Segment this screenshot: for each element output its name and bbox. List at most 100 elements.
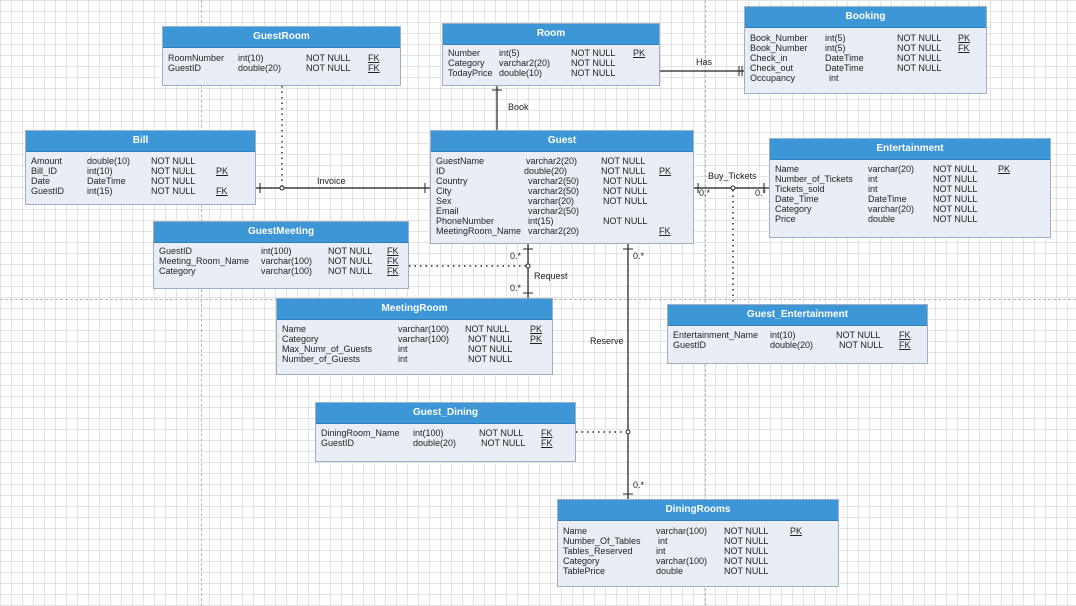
attr-type: int(100): [261, 246, 292, 256]
entity-guestmeeting[interactable]: GuestMeeting GuestID int(100) NOT NULL F…: [153, 221, 409, 289]
attr-name: Country: [436, 176, 468, 186]
attr-name: Category: [282, 334, 319, 344]
cardinality-buy-guest: 0.*: [699, 188, 711, 198]
attr-name: GuestID: [321, 438, 355, 448]
attr-null: NOT NULL: [897, 33, 942, 43]
entity-guest-dining[interactable]: Guest_Dining DiningRoom_Name int(100) NO…: [315, 402, 576, 462]
attr-null: NOT NULL: [724, 546, 769, 556]
attr-name: ID: [436, 166, 445, 176]
label-invoice: Invoice: [317, 176, 346, 186]
attr-type: int(10): [87, 166, 113, 176]
attr-null: NOT NULL: [933, 204, 978, 214]
page-guide-vertical-right: [705, 0, 706, 606]
entity-guestroom[interactable]: GuestRoom RoomNumber int(10) NOT NULL FK…: [162, 26, 401, 86]
attr-key: FK: [387, 266, 399, 276]
attr-name: Amount: [31, 156, 63, 166]
attr-name: DiningRoom_Name: [321, 428, 400, 438]
attr-name: GuestID: [673, 340, 707, 350]
entity-bill[interactable]: Bill Amount double(10) NOT NULL Bill_ID …: [25, 130, 256, 205]
attr-null: NOT NULL: [933, 214, 978, 224]
attr-type: varchar(100): [656, 526, 708, 536]
attr-null: NOT NULL: [601, 166, 646, 176]
attr-type: double(20): [238, 63, 282, 73]
attr-type: DateTime: [825, 53, 864, 63]
entity-booking[interactable]: Booking Book_Number int(5) NOT NULL PK B…: [744, 6, 987, 94]
entity-title: Guest_Dining: [316, 403, 575, 424]
attr-key: FK: [899, 340, 911, 350]
attr-type: varchar2(50): [528, 206, 580, 216]
attr-name: Number_Of_Tables: [563, 536, 641, 546]
attr-null: NOT NULL: [151, 176, 196, 186]
label-buy-tickets: Buy_Tickets: [708, 171, 757, 181]
attr-name: PhoneNumber: [436, 216, 495, 226]
attr-key: FK: [958, 43, 970, 53]
attr-null: NOT NULL: [468, 354, 513, 364]
attr-null: NOT NULL: [306, 53, 351, 63]
entity-guest[interactable]: Guest GuestName varchar2(20) NOT NULL ID…: [430, 130, 694, 244]
attr-name: Check_out: [750, 63, 794, 73]
label-reserve: Reserve: [590, 336, 624, 346]
attr-name: Entertainment_Name: [673, 330, 759, 340]
attr-type: varchar(100): [398, 334, 450, 344]
attr-name: Tables_Reserved: [563, 546, 633, 556]
attr-null: NOT NULL: [328, 246, 373, 256]
attr-name: Book_Number: [750, 33, 808, 43]
attr-name: Category: [159, 266, 196, 276]
attr-null: NOT NULL: [151, 186, 196, 196]
attr-null: NOT NULL: [724, 566, 769, 576]
attr-name: Max_Numr_of_Guests: [282, 344, 373, 354]
attr-name: GuestID: [168, 63, 202, 73]
attr-null: NOT NULL: [601, 156, 646, 166]
attr-name: Name: [563, 526, 588, 536]
attr-name: Date: [31, 176, 51, 186]
attr-null: NOT NULL: [571, 68, 616, 78]
buy-junction: [730, 185, 736, 191]
attr-name: Category: [448, 58, 485, 68]
entity-guest-entertainment[interactable]: Guest_Entertainment Entertainment_Name i…: [667, 304, 928, 364]
attr-key: FK: [387, 256, 399, 266]
attr-type: DateTime: [868, 194, 907, 204]
attr-key: FK: [541, 428, 553, 438]
attr-key: FK: [659, 226, 671, 236]
attr-null: NOT NULL: [897, 53, 942, 63]
label-book: Book: [508, 102, 529, 112]
entity-diningrooms[interactable]: DiningRooms Name varchar(100) NOT NULL P…: [557, 499, 839, 587]
attr-name: GuestName: [436, 156, 485, 166]
attr-type: double: [868, 214, 896, 224]
attr-type: double(10): [87, 156, 131, 166]
attr-type: int(5): [499, 48, 520, 58]
attr-name: RoomNumber: [168, 53, 225, 63]
attr-name: Number: [448, 48, 481, 58]
attr-null: NOT NULL: [481, 438, 526, 448]
attr-key: FK: [368, 63, 380, 73]
attr-null: NOT NULL: [571, 58, 616, 68]
attr-null: NOT NULL: [306, 63, 351, 73]
attr-type: int: [656, 546, 666, 556]
attr-type: DateTime: [825, 63, 864, 73]
attr-name: Tickets_sold: [775, 184, 825, 194]
entity-meetingroom[interactable]: MeetingRoom Name varchar(100) NOT NULL P…: [276, 298, 553, 375]
attr-key: FK: [899, 330, 911, 340]
entity-title: Guest: [431, 131, 693, 152]
entity-title: Entertainment: [770, 139, 1050, 160]
attr-null: NOT NULL: [897, 63, 942, 73]
attr-type: varchar(100): [261, 266, 313, 276]
attr-type: varchar(100): [261, 256, 313, 266]
page-guide-vertical-left: [201, 0, 202, 606]
attr-null: NOT NULL: [468, 344, 513, 354]
entity-room[interactable]: Room Number int(5) NOT NULL PK Category …: [442, 23, 660, 86]
attr-type: DateTime: [87, 176, 126, 186]
attr-null: NOT NULL: [839, 340, 884, 350]
attr-type: double(20): [770, 340, 814, 350]
attr-null: NOT NULL: [933, 164, 978, 174]
attr-name: Book_Number: [750, 43, 808, 53]
attr-type: int: [868, 184, 878, 194]
attr-null: NOT NULL: [933, 174, 978, 184]
attr-null: NOT NULL: [897, 43, 942, 53]
entity-entertainment[interactable]: Entertainment Name varchar(20) NOT NULL …: [769, 138, 1051, 238]
entity-title: GuestRoom: [163, 27, 400, 48]
attr-type: varchar2(20): [499, 58, 551, 68]
attr-name: City: [436, 186, 452, 196]
attr-type: varchar2(20): [526, 156, 578, 166]
